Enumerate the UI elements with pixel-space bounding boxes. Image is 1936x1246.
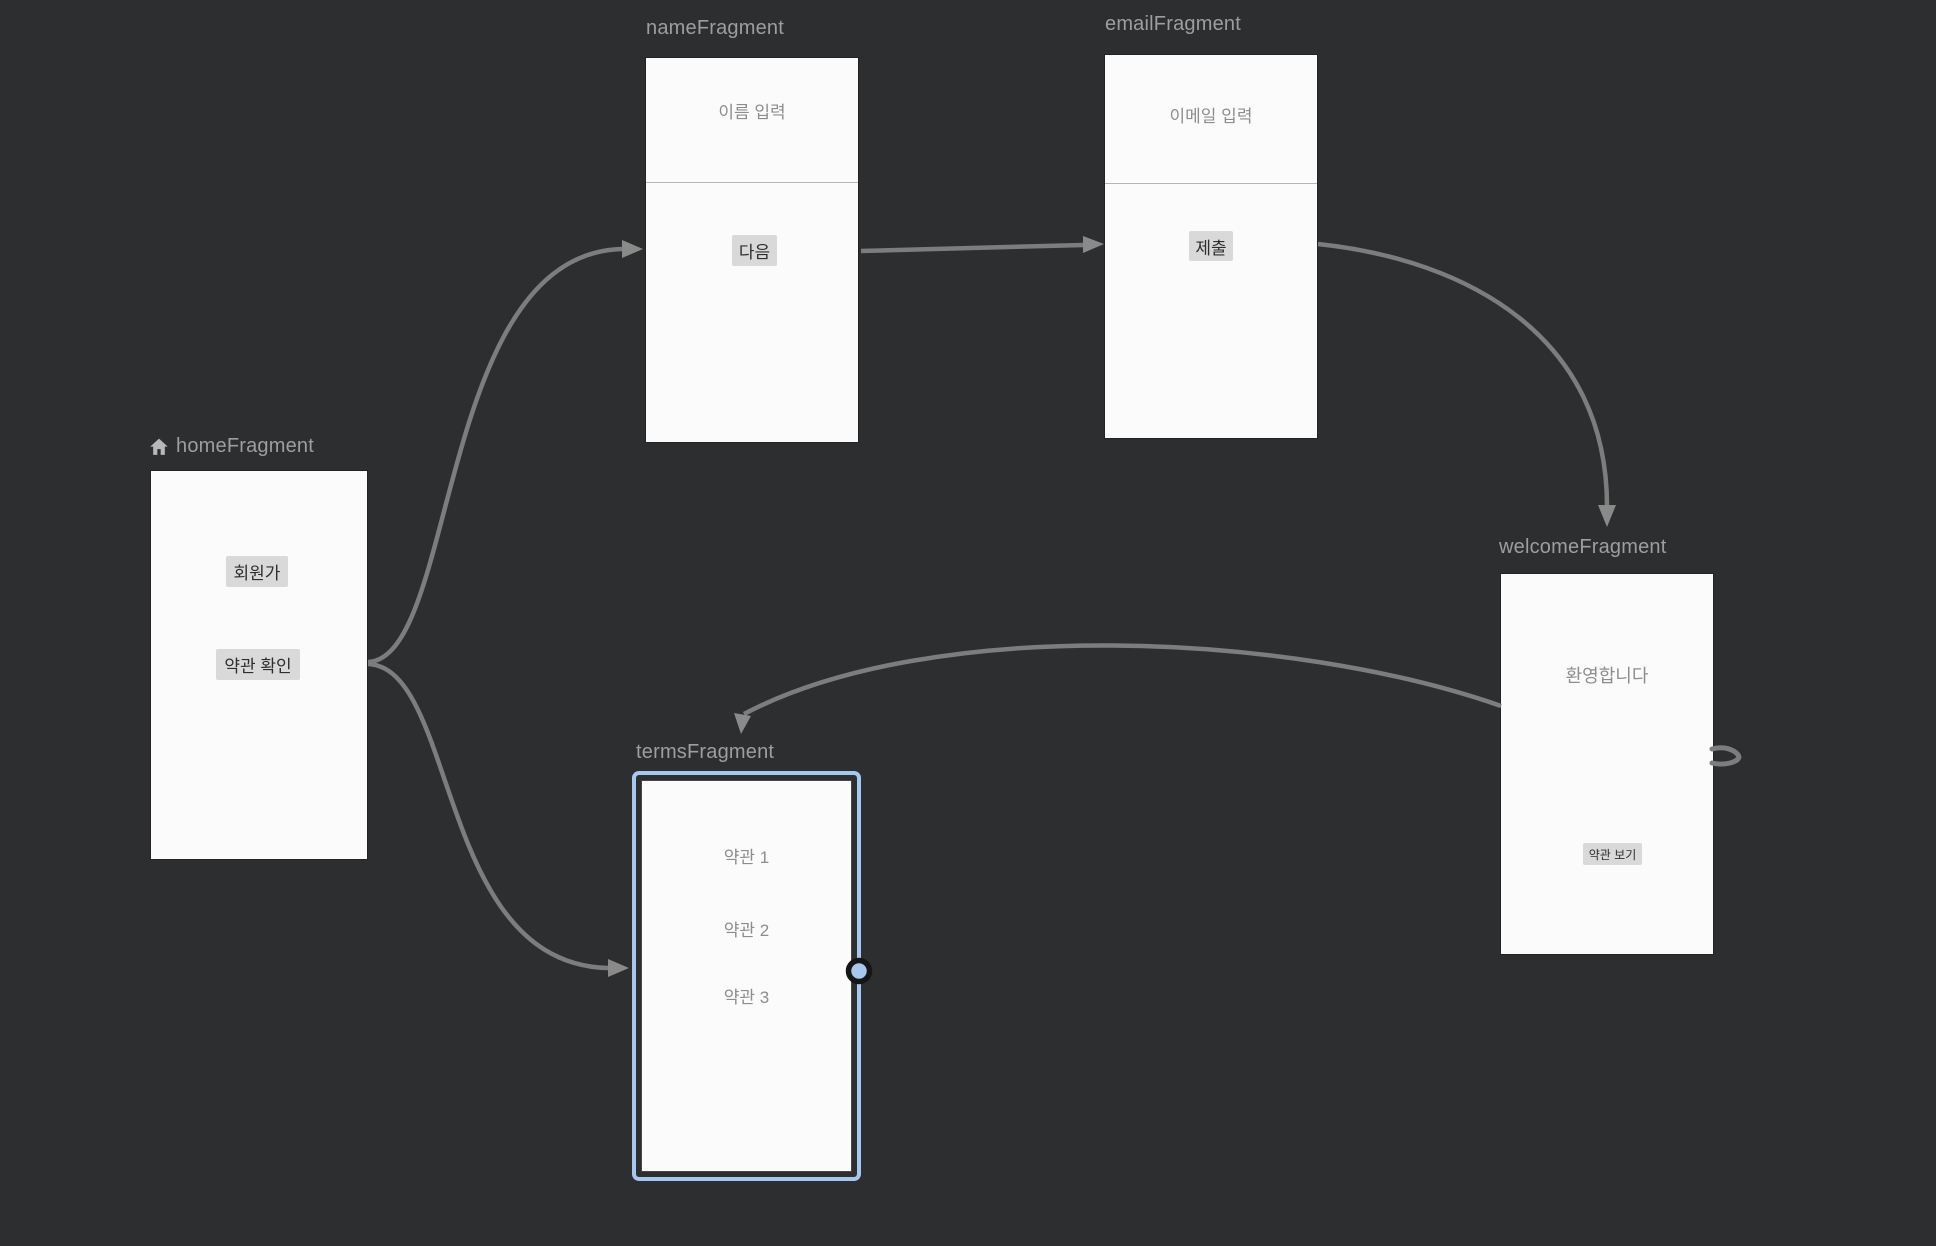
fragment-card-terms[interactable]: 약관 1 약관 2 약관 3 — [641, 780, 852, 1172]
action-email-to-welcome[interactable] — [1317, 241, 1610, 507]
fragment-label-name-text: nameFragment — [646, 17, 785, 39]
fragment-card-email[interactable]: 이메일 입력 제출 — [1105, 55, 1317, 438]
fragment-label-email[interactable]: emailFragment — [1105, 13, 1241, 36]
fragment-card-home[interactable]: 회원가 약관 확인 — [151, 471, 367, 859]
fragment-card-name[interactable]: 이름 입력 다음 — [646, 58, 858, 442]
fragment-label-terms[interactable]: termsFragment — [636, 741, 774, 764]
action-welcome-to-terms[interactable] — [742, 643, 1502, 716]
name-preview-divider — [646, 182, 858, 183]
fragment-card-welcome[interactable]: 환영합니다 약관 보기 — [1501, 574, 1713, 954]
home-preview-terms-button: 약관 확인 — [216, 649, 300, 680]
name-preview-title: 이름 입력 — [718, 103, 786, 122]
fragment-label-terms-text: termsFragment — [636, 741, 775, 763]
fragment-label-email-text: emailFragment — [1105, 13, 1241, 35]
fragment-selection-frame[interactable]: 약관 1 약관 2 약관 3 — [632, 771, 861, 1181]
welcome-preview-view-terms-button: 약관 보기 — [1583, 843, 1642, 865]
fragment-label-home[interactable]: homeFragment — [149, 435, 314, 458]
action-name-to-email[interactable] — [860, 242, 1084, 254]
fragment-label-home-text: homeFragment — [176, 435, 315, 457]
fragment-label-welcome-text: welcomeFragment — [1499, 536, 1667, 558]
welcome-preview-title: 환영합니다 — [1565, 666, 1649, 686]
name-preview-next-button: 다음 — [732, 235, 777, 266]
home-icon — [149, 437, 169, 457]
action-welcome-exit-right[interactable] — [1709, 745, 1742, 767]
terms-preview-item-2: 약관 2 — [723, 921, 770, 940]
action-home-to-name[interactable] — [367, 246, 623, 665]
email-preview-title: 이메일 입력 — [1169, 107, 1253, 126]
terms-preview-item-3: 약관 3 — [723, 988, 770, 1007]
fragment-label-welcome[interactable]: welcomeFragment — [1499, 536, 1667, 559]
terms-preview-item-1: 약관 1 — [723, 848, 770, 867]
action-home-to-terms[interactable] — [367, 661, 609, 971]
email-preview-divider — [1105, 183, 1317, 184]
home-preview-signup-button: 회원가 — [226, 556, 288, 587]
fragment-label-name[interactable]: nameFragment — [646, 17, 784, 40]
email-preview-submit-button: 제출 — [1189, 231, 1233, 261]
